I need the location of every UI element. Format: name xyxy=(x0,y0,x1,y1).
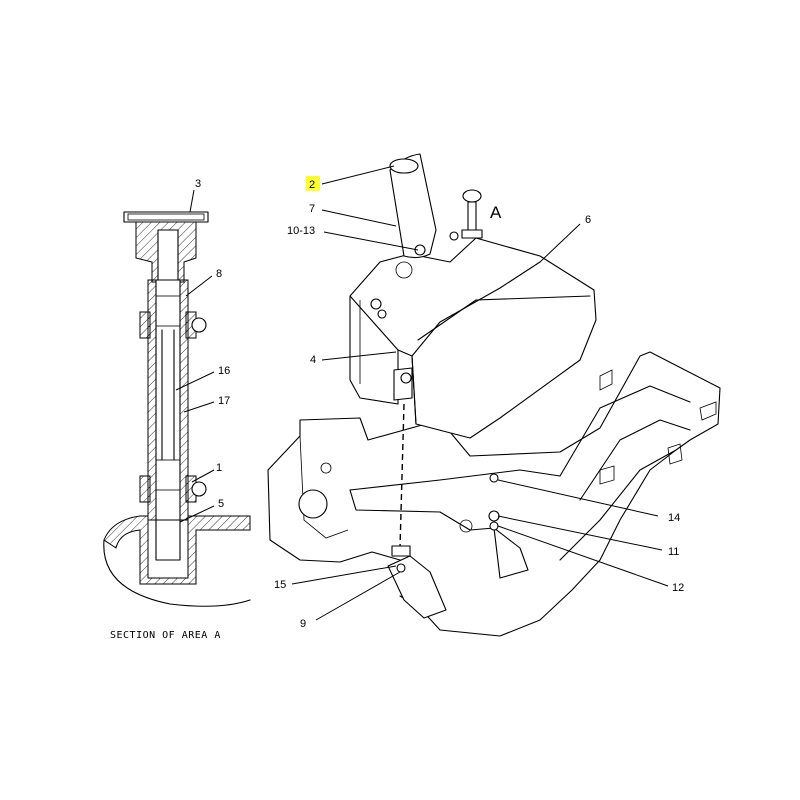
tank-left-edge xyxy=(349,295,399,351)
leader-1 xyxy=(191,469,215,483)
tank-front-left xyxy=(411,355,417,425)
tank-top-edge xyxy=(411,261,541,357)
leader-3 xyxy=(189,189,195,213)
section-tank-wall xyxy=(103,515,251,585)
leader-14 xyxy=(497,479,659,517)
washer-11 xyxy=(488,510,500,522)
tank-gauge xyxy=(395,261,413,279)
tank-strap-rod xyxy=(399,403,405,549)
section-weld-nipple xyxy=(155,519,181,561)
view-label-a: A xyxy=(490,203,502,222)
callout-labels: 2 3 8 16 17 1 5 7 10-13 6 4 14 11 12 15 … xyxy=(110,176,684,641)
callout-1[interactable]: 1 xyxy=(216,462,222,474)
section-cap-rim-inner xyxy=(127,213,205,221)
frame-bracket-1 xyxy=(599,369,613,391)
filler-clamp xyxy=(414,244,426,256)
frame-inner-left xyxy=(299,435,349,539)
strap-anchor xyxy=(391,545,411,557)
callout-3[interactable]: 3 xyxy=(195,178,201,190)
callout-5[interactable]: 5 xyxy=(218,498,224,510)
frame-bracket-3 xyxy=(599,465,615,485)
tank-strap-bolt xyxy=(400,372,412,384)
breather-stem xyxy=(467,201,477,233)
section-lower-clamp-left xyxy=(139,475,151,503)
tank-fitting-2 xyxy=(377,309,387,319)
section-tube-bore xyxy=(155,279,181,521)
tank-front-top xyxy=(417,295,591,341)
breather-cap xyxy=(462,189,482,203)
frame-arrow-plate xyxy=(493,527,529,579)
frame-slot xyxy=(699,401,717,421)
callout-12[interactable]: 12 xyxy=(672,582,684,594)
callout-11[interactable]: 11 xyxy=(668,546,679,558)
frame-crossmember-front xyxy=(349,489,495,531)
frame-hole-2 xyxy=(459,519,473,533)
iso-view xyxy=(267,153,721,637)
frame-outline xyxy=(267,351,721,637)
frame-bore-left xyxy=(298,489,328,519)
callout-7[interactable]: 7 xyxy=(309,203,315,215)
leader-15 xyxy=(291,565,397,585)
tank-strap-clip xyxy=(393,367,413,401)
callout-9[interactable]: 9 xyxy=(300,618,306,630)
section-caption: SECTION OF AREA A xyxy=(110,630,221,641)
strap-nut xyxy=(396,563,406,573)
leader-lines xyxy=(175,165,669,621)
frame-crossmember-top xyxy=(349,469,561,491)
leader-8 xyxy=(185,275,213,297)
leader-12 xyxy=(497,525,669,587)
leader-11 xyxy=(497,515,663,551)
callout-14[interactable]: 14 xyxy=(668,512,680,524)
frame-rail-lower xyxy=(559,449,677,561)
lower-mount-bracket xyxy=(387,555,447,619)
callout-8[interactable]: 8 xyxy=(216,268,222,280)
callout-4[interactable]: 4 xyxy=(310,354,316,366)
leader-10-13 xyxy=(323,231,419,251)
section-cap-stem xyxy=(157,229,179,281)
section-tank-outline xyxy=(103,539,251,607)
breather-screw xyxy=(449,231,459,241)
frame-hole-1 xyxy=(320,462,332,474)
bolt-14 xyxy=(489,473,499,483)
tank-fitting-1 xyxy=(370,298,382,310)
callout-16[interactable]: 16 xyxy=(218,365,230,377)
section-view xyxy=(103,211,251,607)
nut-12 xyxy=(489,521,499,531)
section-lower-clamp-bolt xyxy=(191,481,207,497)
frame-rail-upper xyxy=(559,385,691,477)
leader-6 xyxy=(539,223,581,263)
leader-5 xyxy=(179,505,215,523)
section-upper-clamp-bolt xyxy=(191,317,207,333)
leader-16 xyxy=(175,371,215,391)
callout-2-highlight xyxy=(306,176,320,191)
section-cap-rim xyxy=(123,211,209,223)
callout-10-13[interactable]: 10-13 xyxy=(287,225,315,237)
callout-15[interactable]: 15 xyxy=(274,579,286,591)
breather-base xyxy=(461,229,483,239)
leader-9 xyxy=(315,571,401,621)
leader-17 xyxy=(183,401,215,413)
leader-2 xyxy=(321,165,395,185)
section-lower-coupler xyxy=(155,459,181,491)
callout-17[interactable]: 17 xyxy=(218,395,230,407)
section-upper-coupler xyxy=(155,295,181,327)
callout-2[interactable]: 2 xyxy=(309,179,315,191)
callout-6[interactable]: 6 xyxy=(585,214,591,226)
frame-rail-mid xyxy=(579,419,691,501)
frame-bracket-2 xyxy=(667,443,683,465)
filler-cap xyxy=(389,158,419,174)
section-upper-clamp-left xyxy=(139,311,151,339)
tank-body xyxy=(349,237,597,439)
leader-7 xyxy=(321,209,397,227)
leader-4 xyxy=(321,351,397,361)
